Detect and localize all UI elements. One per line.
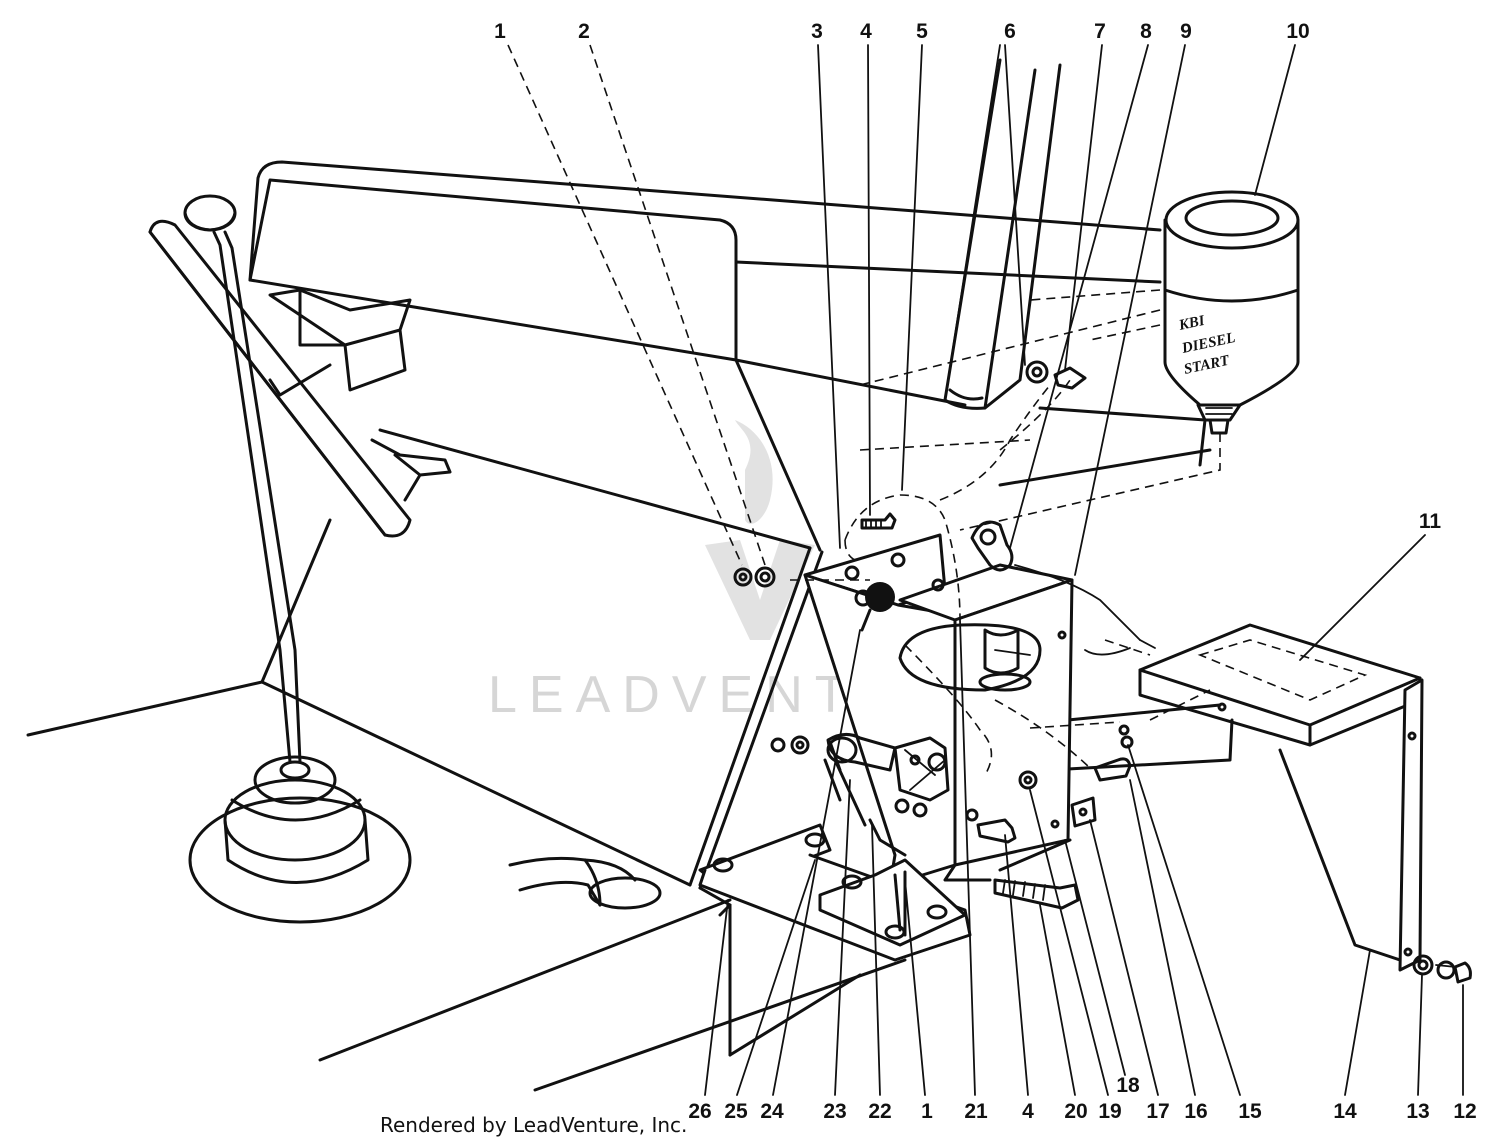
credit-text: Rendered by LeadVenture, Inc. [380,1113,687,1137]
callout-8: 8 [1140,20,1152,43]
callout-3: 3 [811,20,823,43]
steering-column [943,58,1062,410]
shift-lever [183,194,412,924]
callout-6: 6 [1004,20,1016,43]
callout-26: 26 [688,1100,711,1123]
callout-7: 7 [1094,20,1106,43]
hardware [733,360,1472,984]
pedal-bar [148,219,452,538]
callout-20: 20 [1064,1100,1087,1123]
callout-11: 11 [1419,510,1442,533]
callout-24: 24 [760,1100,784,1123]
callout-13: 13 [1406,1100,1429,1123]
callout-1-bottom: 1 [921,1100,933,1123]
callout-12: 12 [1453,1100,1476,1123]
cowl-structure [26,160,1234,1092]
callout-14: 14 [1333,1100,1357,1123]
callout-10: 10 [1286,20,1309,43]
canister-bracket [1138,623,1424,972]
diesel-start-canister: KBI DIESEL START [1163,190,1300,435]
callout-15: 15 [1238,1100,1262,1123]
callout-17: 17 [1146,1100,1169,1123]
callout-9: 9 [1180,20,1192,43]
callout-5: 5 [916,20,928,43]
callouts-top: 1 2 3 4 5 6 7 8 9 10 [494,20,1310,43]
callout-19: 19 [1098,1100,1121,1123]
leader-lines [507,44,1464,1096]
callout-1-top: 1 [494,20,506,43]
callout-4-bottom: 4 [1022,1100,1034,1123]
callout-22: 22 [868,1100,891,1123]
callout-25: 25 [724,1100,748,1123]
callout-23: 23 [823,1100,846,1123]
floor-duct [508,856,662,910]
callout-4-top: 4 [860,20,872,43]
callouts-side: 11 [1419,510,1442,533]
callout-2: 2 [578,20,590,43]
canister-label-line1: KBI [1177,313,1208,334]
callout-21: 21 [964,1100,988,1123]
callouts-bottom: 26 25 24 23 22 1 21 4 20 19 18 17 16 15 … [688,1074,1476,1123]
callout-18: 18 [1116,1074,1140,1097]
callout-16: 16 [1184,1100,1207,1123]
valve-mounting-box [803,533,1074,887]
